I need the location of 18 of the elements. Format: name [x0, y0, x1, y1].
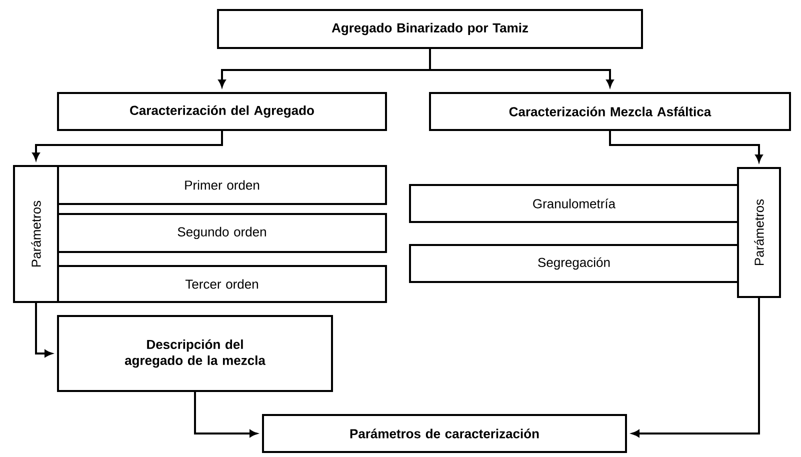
parameter-box: Segundo orden: [57, 213, 387, 253]
vertical-label-box: Parámetros: [737, 167, 781, 298]
arrow: [429, 49, 614, 88]
parameter-box: Primer orden: [57, 165, 387, 205]
process-box: Descripción del agregado de la mezcla: [57, 315, 333, 392]
process-box: Parámetros de caracterización: [262, 414, 627, 453]
arrow: [194, 392, 258, 438]
parameter-box: Tercer orden: [57, 265, 387, 303]
process-box: Caracterización Mezcla Asfáltica: [429, 92, 791, 131]
vertical-label-box: Parámetros: [13, 165, 59, 303]
arrow: [632, 298, 760, 438]
arrow: [609, 131, 763, 162]
parameter-box: Granulometría: [409, 184, 739, 223]
arrow: [32, 131, 223, 160]
process-box: Agregado Binarizado por Tamiz: [217, 9, 643, 49]
parameter-box: Segregación: [409, 244, 739, 283]
process-box: Caracterización del Agregado: [57, 92, 387, 131]
arrow: [35, 303, 52, 358]
